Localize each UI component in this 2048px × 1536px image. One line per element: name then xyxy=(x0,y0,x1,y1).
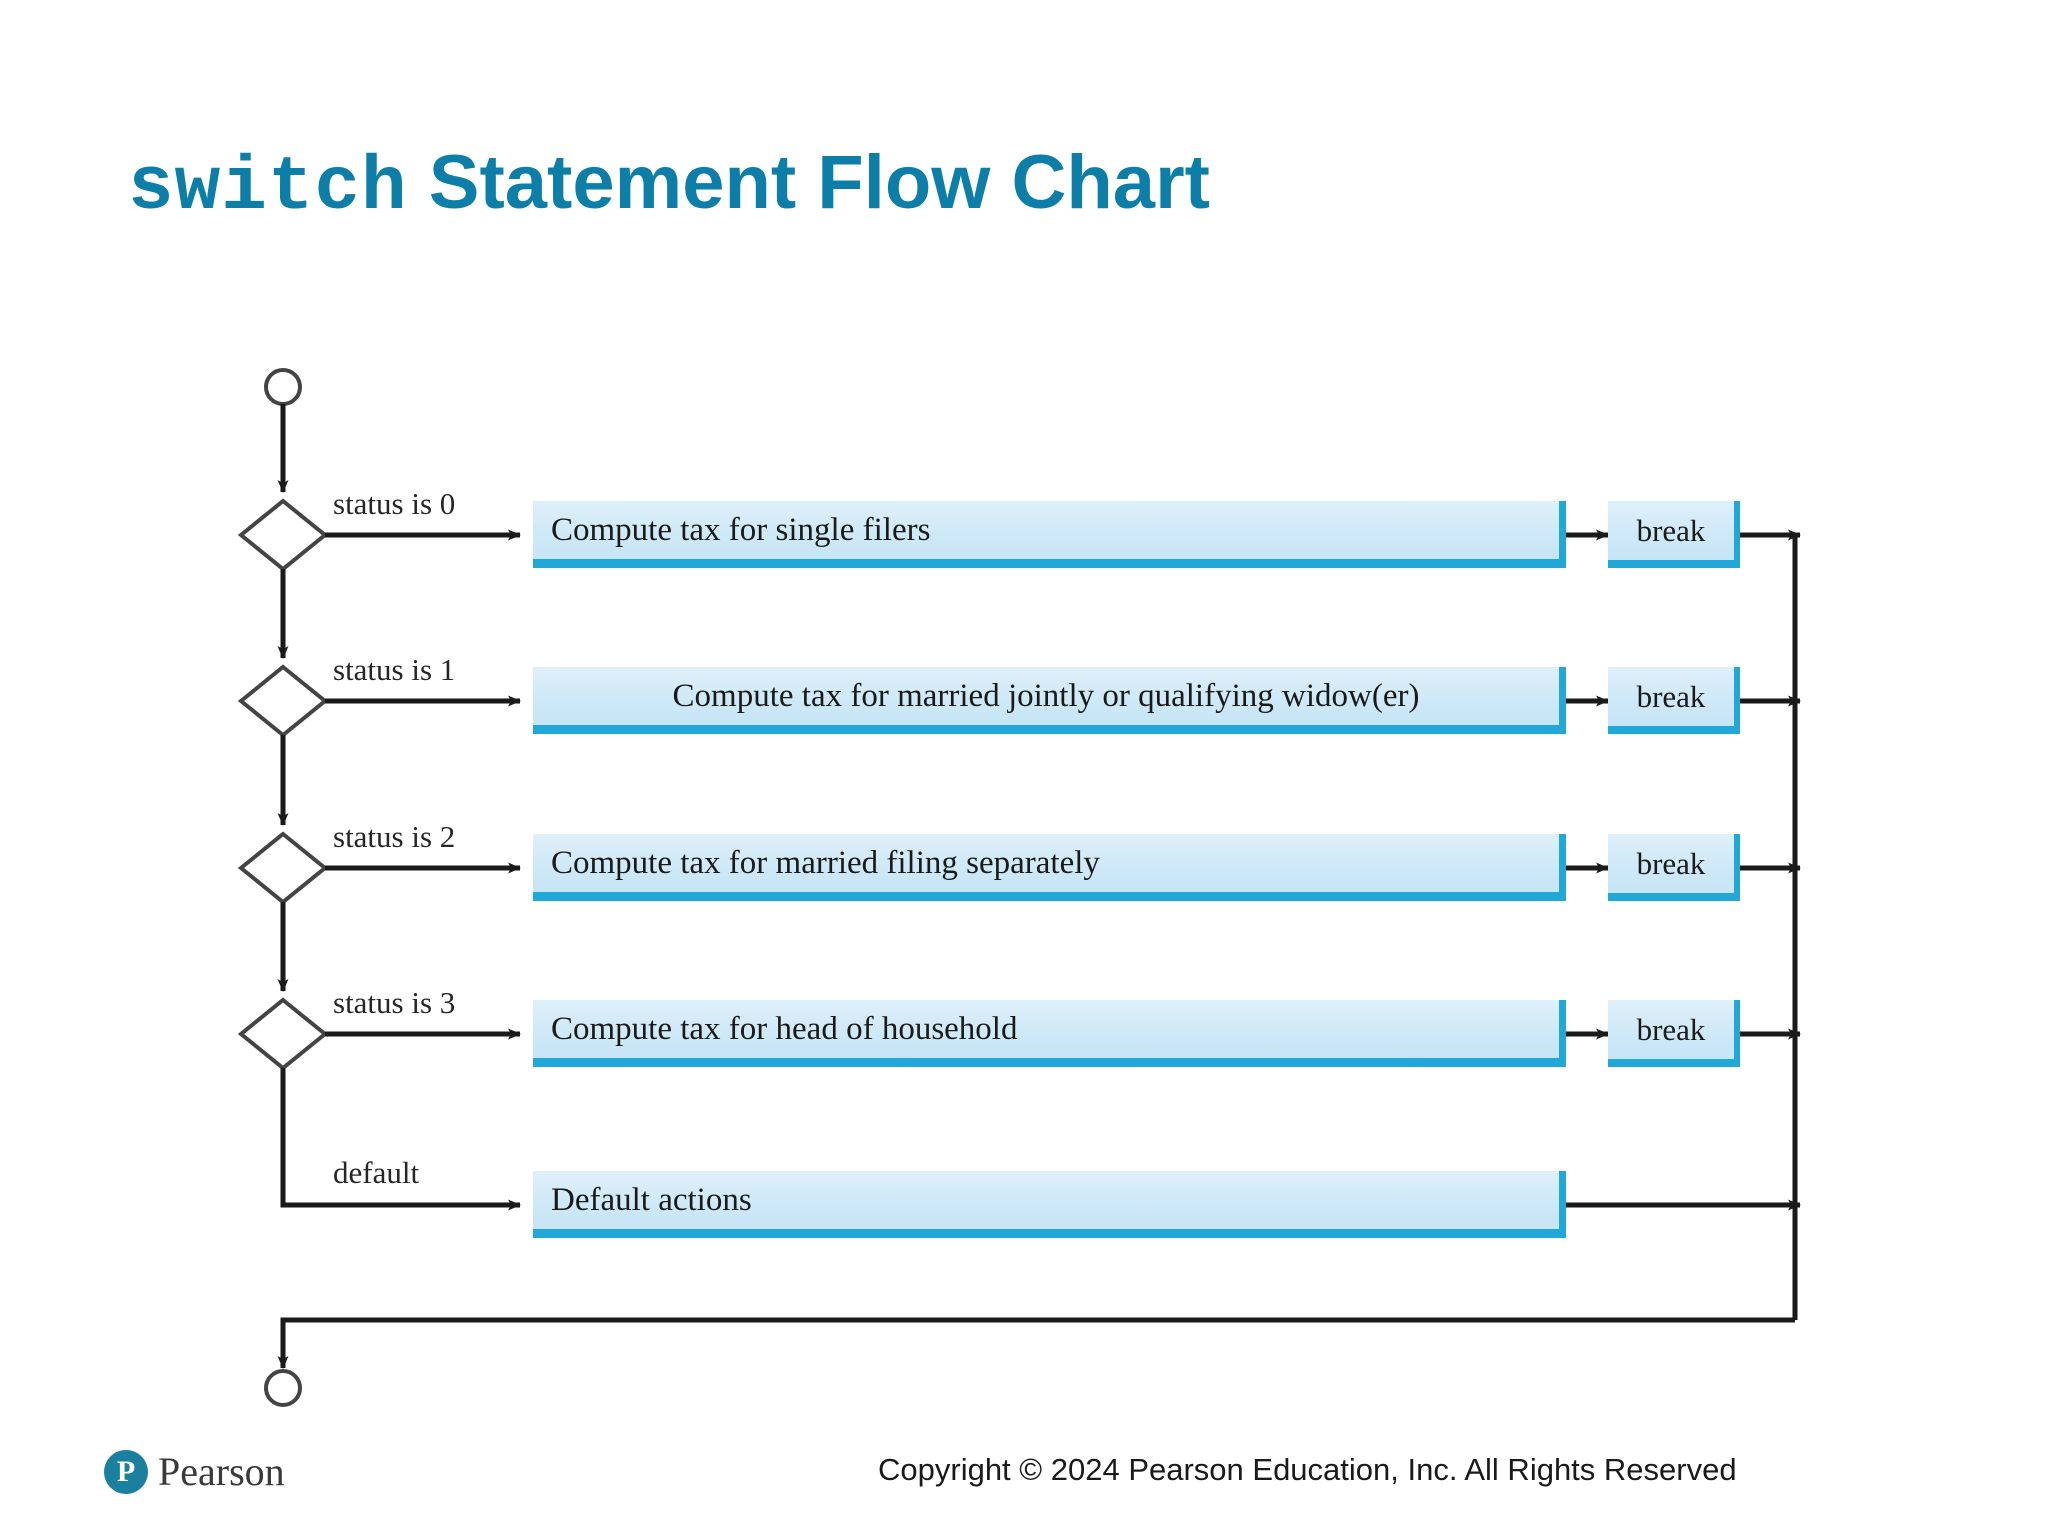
process-box-compute-head-of-household[interactable]: Compute tax for head of household xyxy=(533,1000,1566,1067)
pearson-p-icon xyxy=(104,1449,148,1494)
end-node-circle xyxy=(264,1369,302,1407)
break-box-2[interactable]: break xyxy=(1608,667,1740,734)
page-title-keyword: switch xyxy=(128,145,408,231)
decision-diamond-3 xyxy=(237,831,329,905)
decision-diamond-2 xyxy=(237,664,329,738)
decision-diamond-4 xyxy=(237,997,329,1071)
edge-default-branch xyxy=(280,1068,521,1211)
break-box-3[interactable]: break xyxy=(1608,834,1740,901)
pearson-wordmark: Pearson xyxy=(158,1449,285,1494)
process-box-compute-married-jointly[interactable]: Compute tax for married jointly or quali… xyxy=(533,667,1566,734)
edge-label-status-1: status is 1 xyxy=(333,652,456,687)
edge-label-status-3: status is 3 xyxy=(333,985,456,1020)
process-box-compute-single-filers[interactable]: Compute tax for single filers xyxy=(533,501,1566,568)
page-title: switch Statement Flow Chart xyxy=(128,145,1210,227)
edge-label-status-0: status is 0 xyxy=(333,486,456,521)
edge-rail-to-end xyxy=(277,1317,1795,1369)
edge-label-default: default xyxy=(333,1155,420,1190)
process-box-default-actions[interactable]: Default actions xyxy=(533,1171,1566,1238)
break-box-4[interactable]: break xyxy=(1608,1000,1740,1067)
decision-diamond-1 xyxy=(237,498,329,572)
pearson-logo: Pearson xyxy=(104,1448,285,1495)
edge-label-status-2: status is 2 xyxy=(333,819,456,854)
break-box-1[interactable]: break xyxy=(1608,501,1740,568)
start-node-circle xyxy=(264,368,302,406)
process-box-compute-married-separately[interactable]: Compute tax for married filing separatel… xyxy=(533,834,1566,901)
copyright-notice: Copyright © 2024 Pearson Education, Inc.… xyxy=(878,1452,1737,1487)
page-title-rest: Statement Flow Chart xyxy=(407,140,1210,225)
